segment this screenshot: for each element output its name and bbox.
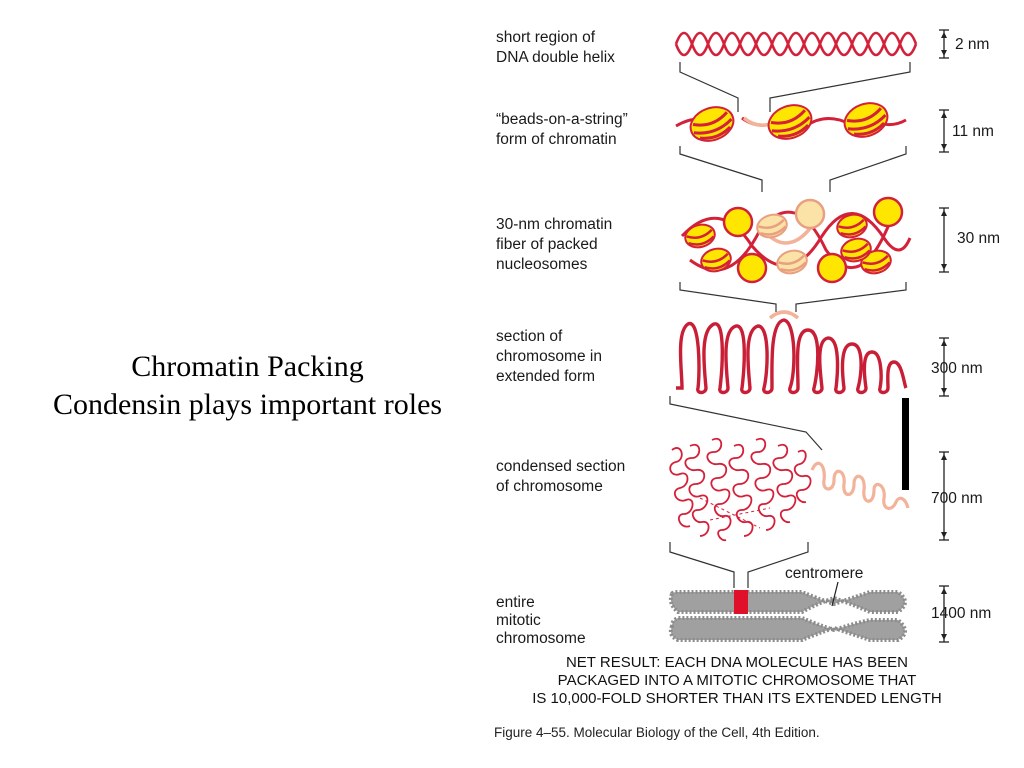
- size-label-level-5: 700 nm: [931, 490, 983, 507]
- nucleosome-bead: [836, 213, 868, 239]
- size-marker-1400nm: [939, 585, 949, 643]
- size-label-level-3: 30 nm: [957, 230, 1000, 247]
- level-3-label-line-1: 30-nm chromatin: [496, 216, 612, 233]
- size-marker-300nm: [939, 337, 949, 397]
- size-markers: [939, 29, 949, 643]
- mitotic-chromosome: [668, 581, 907, 642]
- nucleosome-bead: [843, 102, 889, 138]
- level-3-label-line-2: fiber of packed: [496, 236, 598, 253]
- nucleosome-bead: [700, 247, 732, 273]
- level-3-label-line-3: nucleosomes: [496, 256, 588, 273]
- size-marker-2nm: [939, 29, 949, 59]
- extended-chromosome-loops: [676, 310, 908, 395]
- level-1-label-line-1: short region of: [496, 29, 596, 46]
- level-6-label-line-3: chromosome: [496, 630, 586, 647]
- centromere-label: centromere: [785, 565, 863, 582]
- size-marker-700nm: [939, 451, 949, 541]
- size-labels: 2 nm 11 nm 30 nm 300 nm 700 nm 1400 nm: [931, 36, 1000, 622]
- title-line-2: Condensin plays important roles: [52, 388, 443, 421]
- level-4-label-line-1: section of: [496, 328, 563, 345]
- level-4-label-line-3: extended form: [496, 368, 595, 385]
- level-1-label-line-2: DNA double helix: [496, 49, 615, 66]
- net-result-line-1: NET RESULT: EACH DNA MOLECULE HAS BEEN: [566, 654, 908, 671]
- net-result: NET RESULT: EACH DNA MOLECULE HAS BEEN P…: [532, 654, 942, 707]
- beads-on-a-string: [675, 102, 907, 142]
- nucleosome-bead: [816, 252, 848, 284]
- zoom-connector-2: [679, 146, 907, 192]
- nucleosome-bead: [722, 206, 754, 238]
- size-marker-30nm: [939, 207, 949, 273]
- level-labels: short region of DNA double helix “beads-…: [496, 29, 628, 647]
- slide-title: Chromatin Packing Condensin plays import…: [20, 348, 475, 424]
- size-label-level-2: 11 nm: [952, 123, 994, 140]
- level-5-label-line-2: of chromosome: [496, 478, 603, 495]
- net-result-line-2: PACKAGED INTO A MITOTIC CHROMOSOME THAT: [558, 672, 917, 689]
- thirty-nm-fiber: [680, 196, 912, 284]
- chromosome-section-marker: [734, 590, 748, 614]
- nucleosome-bead: [860, 249, 892, 275]
- nucleosome-bead-faded: [794, 198, 826, 230]
- size-label-level-4: 300 nm: [931, 360, 983, 377]
- nucleosome-bead: [736, 252, 768, 284]
- dna-double-helix: [674, 31, 918, 57]
- level-6-label-line-1: entire: [496, 594, 535, 611]
- title-line-1: Chromatin Packing: [131, 350, 364, 383]
- zoom-connector-5: [669, 542, 809, 588]
- nucleosome-bead: [872, 196, 904, 228]
- figure-caption: Figure 4–55. Molecular Biology of the Ce…: [494, 725, 820, 740]
- level-4-label-line-2: chromosome in: [496, 348, 602, 365]
- size-label-level-6: 1400 nm: [931, 605, 991, 622]
- net-result-line-3: IS 10,000-FOLD SHORTER THAN ITS EXTENDED…: [532, 690, 942, 707]
- nucleosome-bead: [767, 104, 813, 140]
- size-label-level-1: 2 nm: [955, 36, 989, 53]
- level-2-label-line-2: form of chromatin: [496, 131, 617, 148]
- condensed-chromosome-section: [669, 437, 812, 542]
- level-5-label-line-1: condensed section: [496, 458, 625, 475]
- scale-bar: [902, 398, 909, 490]
- nucleosome-bead: [684, 223, 716, 249]
- size-marker-11nm: [939, 109, 949, 153]
- nucleosome-bead: [689, 106, 735, 142]
- nucleosome-bead-faded: [776, 249, 808, 275]
- level-2-label-line-1: “beads-on-a-string”: [496, 111, 628, 128]
- centromere-pointer: [831, 581, 839, 607]
- nucleosome-bead-faded: [756, 213, 788, 239]
- zoom-connector-4: [669, 396, 823, 451]
- level-6-label-line-2: mitotic: [496, 612, 541, 629]
- zoom-connector-3: [679, 282, 907, 312]
- nucleosome-bead: [840, 237, 872, 263]
- extended-loop-tail: [810, 461, 910, 510]
- zoom-connector-1: [679, 62, 911, 112]
